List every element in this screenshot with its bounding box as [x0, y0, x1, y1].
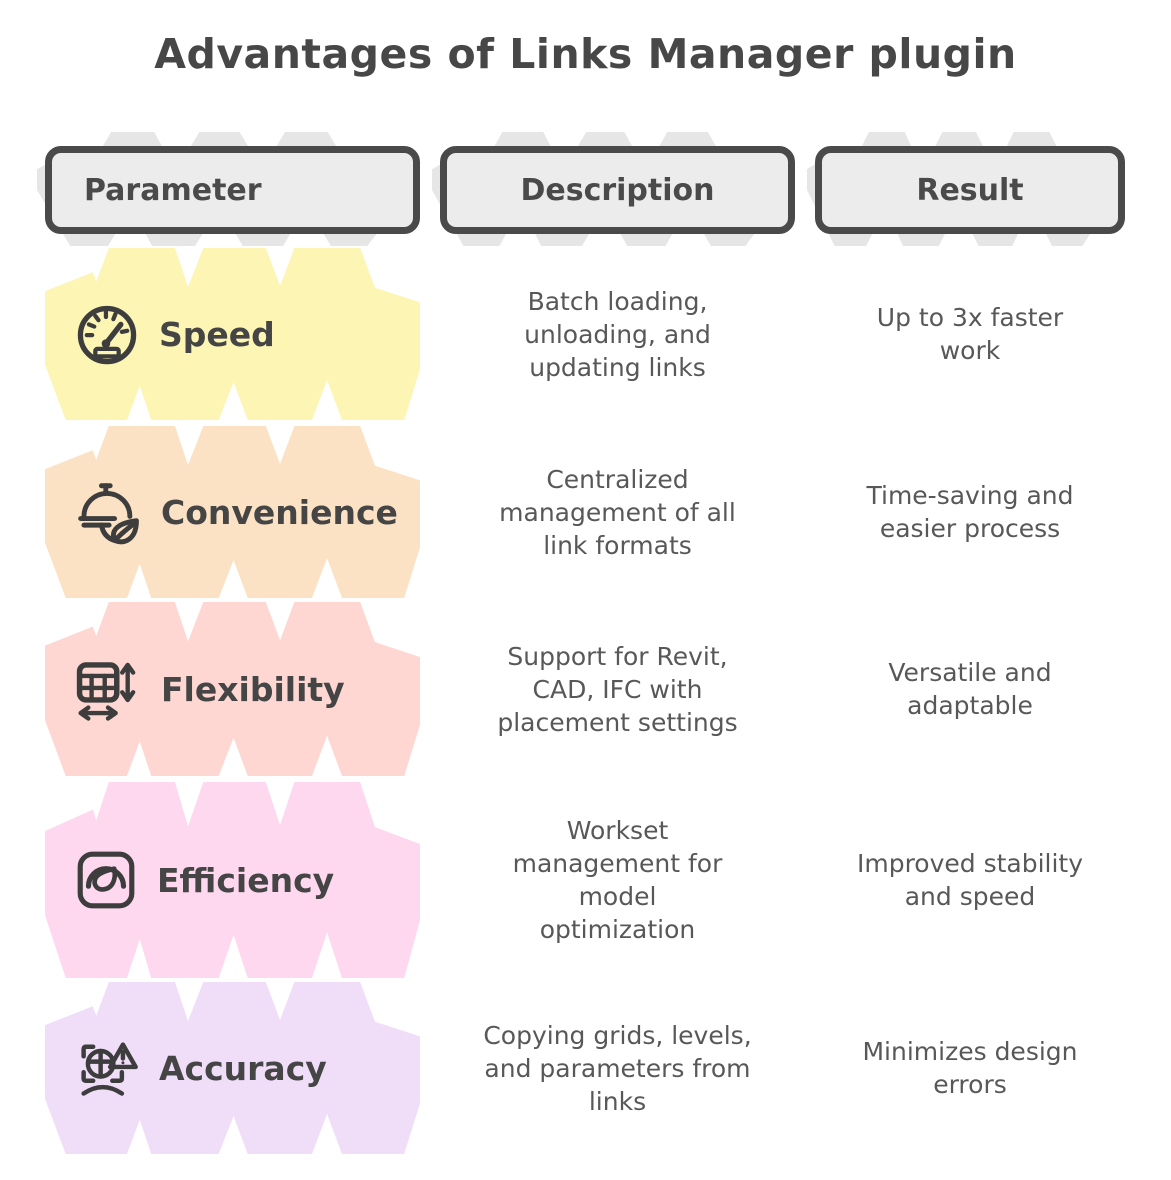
result-cell: Time-saving and easier process — [866, 481, 1074, 543]
highlight-scribble — [45, 602, 420, 776]
header-cell-result: Result — [807, 132, 1125, 246]
parameter-cell: Accuracy — [45, 982, 420, 1154]
highlight-scribble — [45, 426, 420, 598]
table-resize-icon — [73, 654, 143, 724]
parameter-label: Flexibility — [161, 669, 345, 709]
parameter-cell: Flexibility — [45, 602, 420, 776]
parameter-cell: Efficiency — [45, 782, 420, 978]
description-cell: Support for Revit, CAD, IFC with placeme… — [497, 641, 738, 737]
description-cell: Centralized management of all link forma… — [499, 464, 736, 560]
page-title: Advantages of Links Manager plugin — [154, 30, 1017, 78]
parameter-label: Accuracy — [159, 1048, 327, 1088]
table-row-convenience: Convenience Centralized management of al… — [45, 426, 1125, 598]
result-cell: Versatile and adaptable — [888, 658, 1052, 720]
parameter-label: Speed — [159, 314, 275, 354]
cloche-leaf-icon — [73, 477, 143, 547]
column-header-parameter: Parameter — [45, 146, 420, 234]
header-cell-parameter: Parameter — [37, 132, 420, 246]
table-row-speed: Speed Batch loading, unloading, and upda… — [45, 248, 1125, 420]
speedometer-icon — [73, 300, 141, 368]
table-row-efficiency: Efficiency Workset management for model … — [45, 782, 1125, 978]
table-header-row: Parameter Description Result — [37, 132, 1125, 246]
highlight-scribble — [45, 248, 420, 420]
parameter-cell: Convenience — [45, 426, 420, 598]
description-cell: Batch loading, unloading, and updating l… — [524, 286, 711, 382]
description-cell: Workset management for model optimizatio… — [512, 816, 723, 944]
parameter-label: Efficiency — [157, 860, 335, 900]
result-cell: Improved stability and speed — [856, 849, 1084, 911]
scan-alert-icon — [73, 1034, 141, 1102]
highlight-scribble — [45, 782, 420, 978]
parameter-label: Convenience — [161, 492, 398, 532]
column-header-result: Result — [815, 146, 1125, 234]
column-header-description: Description — [440, 146, 795, 234]
result-cell: Minimizes design errors — [862, 1037, 1078, 1099]
gauge-icon — [73, 847, 139, 913]
result-cell: Up to 3x faster work — [876, 303, 1064, 365]
description-cell: Copying grids, levels, and parameters fr… — [483, 1020, 752, 1116]
parameter-cell: Speed — [45, 248, 420, 420]
header-cell-description: Description — [432, 132, 795, 246]
table-row-accuracy: Accuracy Copying grids, levels, and para… — [45, 982, 1125, 1154]
table-row-flexibility: Flexibility Support for Revit, CAD, IFC … — [45, 602, 1125, 776]
highlight-scribble — [45, 982, 420, 1154]
